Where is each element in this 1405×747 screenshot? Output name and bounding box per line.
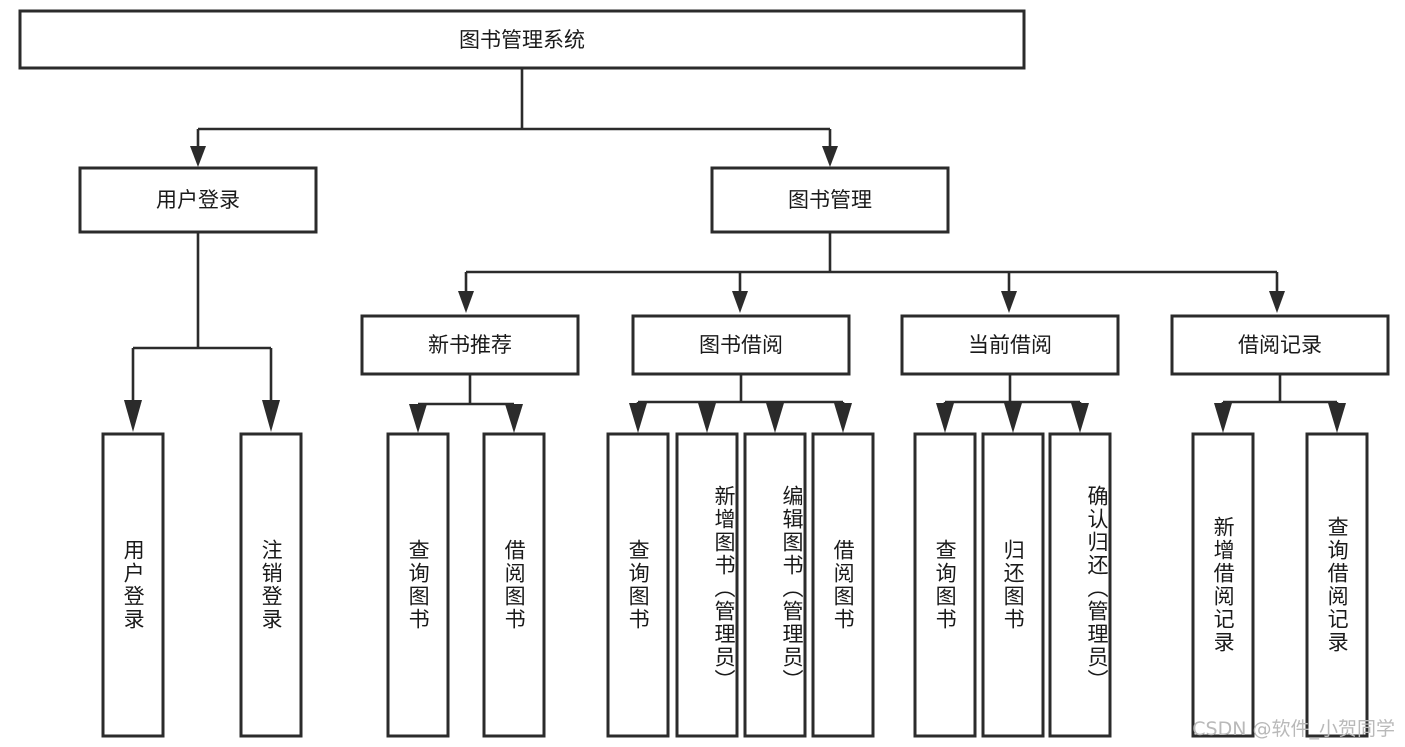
node-borrow-record-box[interactable] — [1170, 314, 1390, 376]
leaf-box-user-login[interactable] — [101, 432, 165, 738]
node-new-book-recommend[interactable]: 新书推荐 — [360, 314, 580, 376]
leaf-box-logout[interactable] — [239, 432, 303, 738]
node-borrow-record[interactable]: 借阅记录 — [1170, 314, 1390, 376]
arrowhead-newbook — [458, 291, 474, 313]
arrowhead-currentborrow-leaf-3 — [1071, 403, 1089, 433]
node-user-login-label: 用户登录 — [156, 188, 240, 212]
leaf-box-query-book-2[interactable] — [606, 432, 670, 738]
node-current-borrow-label: 当前借阅 — [968, 333, 1052, 357]
node-new-book-recommend-box[interactable] — [360, 314, 580, 376]
node-root-box[interactable] — [18, 9, 1026, 70]
arrowhead-currentborrow-leaf-1 — [936, 403, 954, 433]
node-root-label: 图书管理系统 — [459, 28, 585, 52]
node-new-book-recommend-label: 新书推荐 — [428, 333, 512, 357]
arrowhead-borrowrecord — [1269, 291, 1285, 313]
node-user-login[interactable]: 用户登录 — [78, 166, 318, 234]
leaf-box-confirm-return-admin[interactable] — [1048, 432, 1112, 738]
node-book-borrow-label: 图书借阅 — [699, 333, 783, 357]
node-book-management-box[interactable] — [710, 166, 950, 234]
arrowhead-borrowrecord-leaf-2 — [1328, 403, 1346, 433]
leaf-box-query-book-1[interactable] — [386, 432, 450, 738]
leaf-box-query-borrow-record[interactable] — [1305, 432, 1369, 738]
arrowhead-bookmgmt — [822, 146, 838, 167]
node-book-borrow-box[interactable] — [631, 314, 851, 376]
node-borrow-record-label: 借阅记录 — [1238, 333, 1322, 357]
arrowhead-newbook-leaf-1 — [409, 404, 427, 433]
leaf-box-add-borrow-record[interactable] — [1191, 432, 1255, 738]
node-user-login-box[interactable] — [78, 166, 318, 234]
arrowhead-bookborrow-leaf-4 — [834, 403, 852, 433]
leaf-box-borrow-book-2[interactable] — [811, 432, 875, 738]
arrowhead-userlogin — [190, 146, 206, 167]
arrowhead-bookborrow — [732, 291, 748, 313]
leaf-box-return-book[interactable] — [981, 432, 1045, 738]
arrowhead-currentborrow — [1001, 291, 1017, 313]
node-book-management[interactable]: 图书管理 — [710, 166, 950, 234]
node-root[interactable]: 图书管理系统 — [18, 9, 1026, 70]
node-book-borrow[interactable]: 图书借阅 — [631, 314, 851, 376]
node-current-borrow[interactable]: 当前借阅 — [900, 314, 1120, 376]
arrowhead-newbook-leaf-2 — [505, 404, 523, 433]
arrowhead-bookborrow-leaf-2 — [698, 403, 716, 433]
node-current-borrow-box[interactable] — [900, 314, 1120, 376]
leaf-box-edit-book-admin[interactable] — [743, 432, 807, 738]
arrowhead-bookborrow-leaf-3 — [766, 403, 784, 433]
arrowhead-leaf-user-login — [124, 400, 142, 432]
arrowhead-currentborrow-leaf-2 — [1004, 403, 1022, 433]
arrowhead-bookborrow-leaf-1 — [629, 403, 647, 433]
connectors-group — [124, 68, 1346, 433]
leaf-box-borrow-book-1[interactable] — [482, 432, 546, 738]
arrowhead-borrowrecord-leaf-1 — [1214, 403, 1232, 433]
leaf-box-query-book-3[interactable] — [913, 432, 977, 738]
leaf-box-add-book-admin[interactable] — [675, 432, 739, 738]
arrowhead-leaf-logout — [262, 400, 280, 432]
node-book-management-label: 图书管理 — [788, 188, 872, 212]
